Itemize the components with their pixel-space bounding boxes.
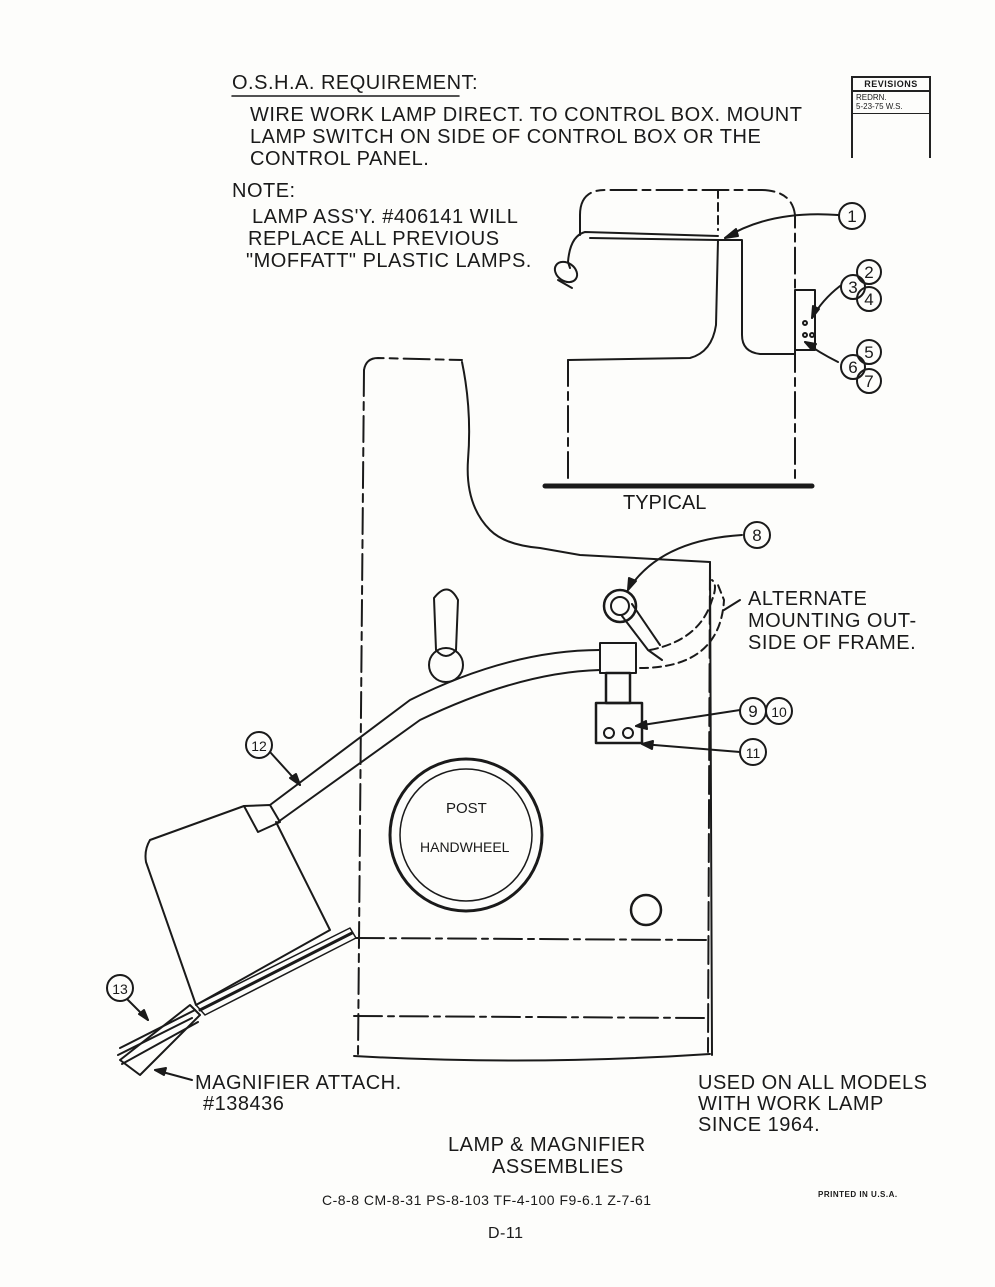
osha-line-1: WIRE WORK LAMP DIRECT. TO CONTROL BOX. M… [250,104,803,126]
usage-line-1: USED ON ALL MODELS [698,1072,928,1094]
usage-line-3: SINCE 1964. [698,1114,821,1136]
lower-callout-circles [106,521,793,1002]
alternate-line-3: SIDE OF FRAME. [748,632,917,654]
callout-12: 12 [251,738,267,754]
callout-11: 11 [746,745,761,761]
callout-numbers: 1 2 3 4 5 6 7 8 9 10 11 12 13 [112,207,874,997]
printed-in-usa: PRINTED IN U.S.A. [818,1190,898,1199]
note-line-2: REPLACE ALL PREVIOUS [248,228,500,250]
page-title-line-2: ASSEMBLIES [492,1156,624,1178]
footer-codes: C-8-8 CM-8-31 PS-8-103 TF-4-100 F9-6.1 Z… [322,1192,652,1208]
callout-13: 13 [112,981,128,997]
callout-6: 6 [848,358,857,377]
usage-line-2: WITH WORK LAMP [698,1093,884,1115]
callout-1: 1 [847,207,856,226]
osha-line-2: LAMP SWITCH ON SIDE OF CONTROL BOX OR TH… [250,126,762,148]
revisions-entry-line-1: REDRN. [856,93,887,102]
magnifier-line-2: #138436 [203,1093,285,1115]
callout-5: 5 [864,343,873,362]
lamp-head [117,804,357,1076]
osha-heading: O.S.H.A. REQUIREMENT: [232,72,479,94]
page-title-line-1: LAMP & MAGNIFIER [448,1134,646,1156]
note-heading: NOTE: [232,180,296,202]
note-line-1: LAMP ASS'Y. #406141 WILL [252,206,519,228]
main-frame-outline [353,357,713,1062]
callout-3: 3 [848,278,857,297]
callout-2: 2 [864,263,873,282]
note-line-3: "MOFFATT" PLASTIC LAMPS. [246,250,532,272]
alternate-line-2: MOUNTING OUT- [748,610,917,632]
upper-leaders [724,213,841,363]
osha-line-3: CONTROL PANEL. [250,148,430,170]
revisions-block: REVISIONS REDRN. 5-23-75 W.S. [851,76,931,158]
callout-7: 7 [864,372,873,391]
lamp-arm [269,649,601,823]
switch-assembly [594,579,725,745]
revisions-entry: REDRN. 5-23-75 W.S. [853,92,929,114]
upper-work-lamp [553,231,719,289]
revisions-heading: REVISIONS [853,76,929,92]
alternate-line-1: ALTERNATE [748,588,868,610]
magnifier-line-1: MAGNIFIER ATTACH. [195,1072,402,1094]
callout-9: 9 [748,702,757,721]
callout-10: 10 [771,704,787,720]
diagram-labels: TYPICAL POST HANDWHEEL [420,492,706,855]
post-label: POST [446,800,487,817]
lower-leaders [127,534,743,1081]
callout-4: 4 [864,290,873,309]
upper-callout-circles [838,202,882,394]
revisions-entry-line-2: 5-23-75 W.S. [856,102,903,111]
callout-8: 8 [752,526,761,545]
handwheel-label: HANDWHEEL [420,839,510,855]
typical-machine-outline [542,189,816,489]
page-number: D-11 [488,1225,524,1242]
typical-label: TYPICAL [623,492,706,514]
